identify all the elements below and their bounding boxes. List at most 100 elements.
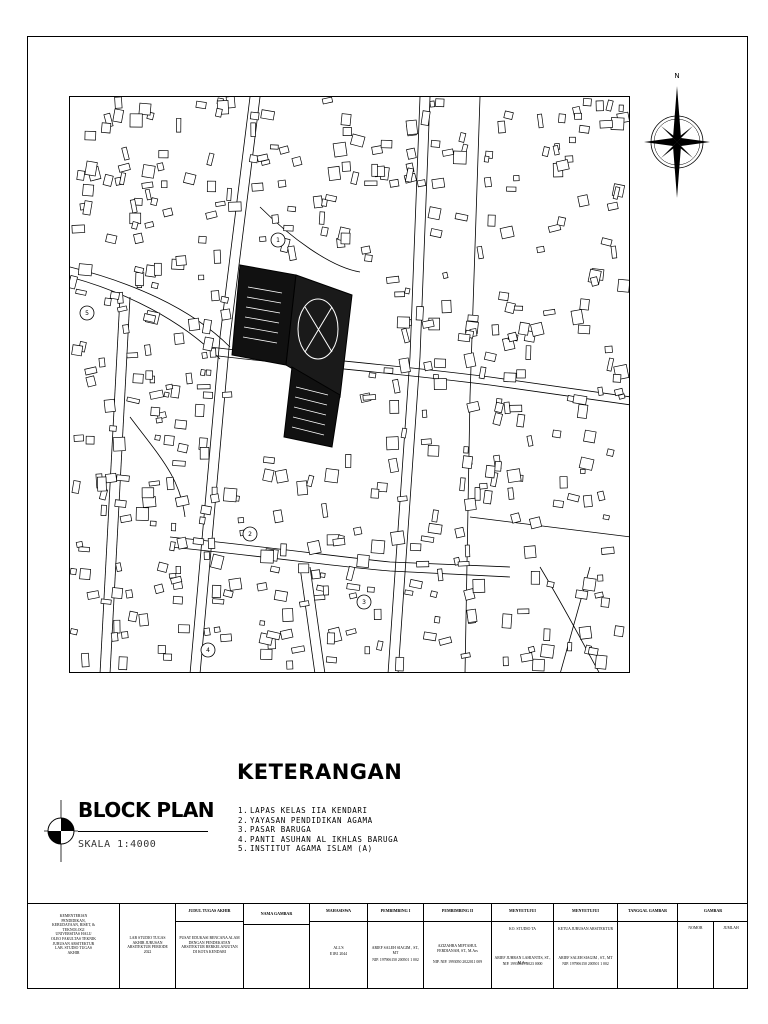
building-footprint [290, 645, 306, 654]
building-footprint [109, 291, 120, 300]
building-footprint [342, 127, 352, 136]
building-footprint [415, 306, 424, 321]
gambar-header: GAMBAR [703, 908, 723, 913]
building-footprint [543, 308, 556, 316]
building-footprint [546, 580, 555, 588]
building-footprint [79, 568, 92, 581]
building-footprint [148, 480, 161, 487]
building-footprint [286, 660, 294, 670]
pembimbing1-cell: PEMBIMBING I ARIEF SALEH SIAGIM , ST., M… [368, 904, 424, 989]
building-footprint [280, 543, 287, 557]
building-footprint [427, 522, 443, 535]
building-footprint [532, 658, 545, 672]
compass-rose-icon [644, 86, 710, 198]
building-footprint [421, 409, 428, 418]
building-footprint [325, 656, 338, 664]
building-footprint [162, 207, 174, 218]
building-footprint [117, 162, 131, 173]
building-footprint [492, 412, 504, 426]
building-footprint [427, 445, 440, 457]
building-footprint [577, 194, 590, 208]
building-footprint [135, 507, 149, 521]
building-footprint [604, 345, 613, 354]
building-footprint [394, 291, 405, 298]
building-footprint [610, 117, 625, 131]
building-footprint [210, 290, 220, 302]
building-footprint [212, 598, 225, 605]
building-footprint [133, 232, 144, 245]
building-footprint [321, 502, 329, 518]
building-footprint [71, 344, 84, 357]
building-footprint [260, 549, 274, 564]
building-footprint [362, 394, 377, 401]
building-footprint [86, 590, 100, 600]
mahasiswa-cell: MAHASISWA ALL'S E1B1 2044 [310, 904, 368, 989]
building-footprint [406, 147, 417, 160]
building-footprint [114, 499, 127, 508]
building-footprint [429, 100, 436, 108]
building-footprint [487, 214, 496, 227]
building-footprint [322, 585, 329, 596]
building-footprint [558, 113, 566, 124]
building-footprint [536, 113, 544, 129]
menyetujui1-nip: NIP. 19930615 2023 0000 [502, 962, 543, 966]
menyetujui1-name: ARIEF JUHRAN LAHIANTIS, ST., M.Ars [494, 956, 551, 965]
menyetujui2-name: ARIEF SALEH SIAGIM , ST., MT [558, 956, 613, 960]
lab-cell: LAB STUDIO TUGAS AKHIR JURUSAN ARSITEKTU… [120, 904, 176, 989]
menyetujui2-header: MENYETUJUI [572, 908, 599, 913]
building-footprint [478, 366, 487, 380]
building-footprint [282, 608, 294, 622]
building-footprint [153, 583, 165, 595]
building-footprint [194, 403, 205, 418]
building-footprint [170, 522, 177, 532]
building-footprint [202, 336, 215, 352]
pembimbing2-header: PEMBIMBING II [441, 908, 474, 913]
building-footprint [421, 319, 435, 329]
building-footprint [201, 319, 213, 335]
building-footprint [326, 632, 335, 645]
building-footprint [602, 514, 610, 521]
building-footprint [175, 255, 187, 267]
building-footprint [161, 180, 168, 189]
building-footprint [125, 589, 134, 599]
building-footprint [287, 245, 297, 261]
building-footprint [82, 183, 95, 197]
building-footprint [210, 553, 225, 570]
building-footprint [350, 171, 360, 185]
building-footprint [207, 537, 216, 549]
building-footprint [176, 536, 188, 550]
building-footprint [518, 321, 530, 336]
building-footprint [587, 646, 599, 656]
site-main-complex [231, 264, 353, 448]
building-footprint [112, 436, 126, 452]
gambar-cell: GAMBAR NOMOR JUMLAH [678, 904, 748, 989]
building-footprint [606, 448, 615, 457]
legend-item-number: 3. [238, 825, 249, 834]
building-footprint [220, 633, 233, 643]
building-footprint [209, 493, 220, 504]
building-footprint [467, 314, 479, 322]
lab-text: LAB STUDIO TUGAS AKHIR JURUSAN ARSITEKTU… [127, 936, 168, 954]
building-footprint [567, 642, 573, 652]
building-footprint [145, 370, 153, 380]
map-marker-label: 1 [276, 237, 280, 244]
building-footprint [476, 245, 484, 260]
building-footprint [525, 345, 532, 360]
building-footprint [547, 223, 562, 233]
mahasiswa-id: E1B1 2044 [329, 952, 348, 956]
building-footprint [141, 487, 155, 499]
building-footprint [105, 472, 118, 484]
building-footprint [259, 620, 266, 626]
building-footprint [121, 146, 130, 161]
title-block: KEMENTERIAN PENDIDIKAN, KEBUDAYAAN, RISE… [28, 903, 748, 989]
institution-text: KEMENTERIAN PENDIDIKAN, KEBUDAYAAN, RISE… [51, 914, 96, 955]
building-footprint [203, 551, 210, 560]
building-footprint [348, 592, 358, 600]
building-footprint [170, 384, 181, 399]
building-footprint [205, 369, 212, 376]
building-footprint [112, 108, 125, 123]
building-footprint [277, 179, 287, 188]
building-footprint [552, 429, 562, 439]
building-footprint [409, 543, 422, 552]
